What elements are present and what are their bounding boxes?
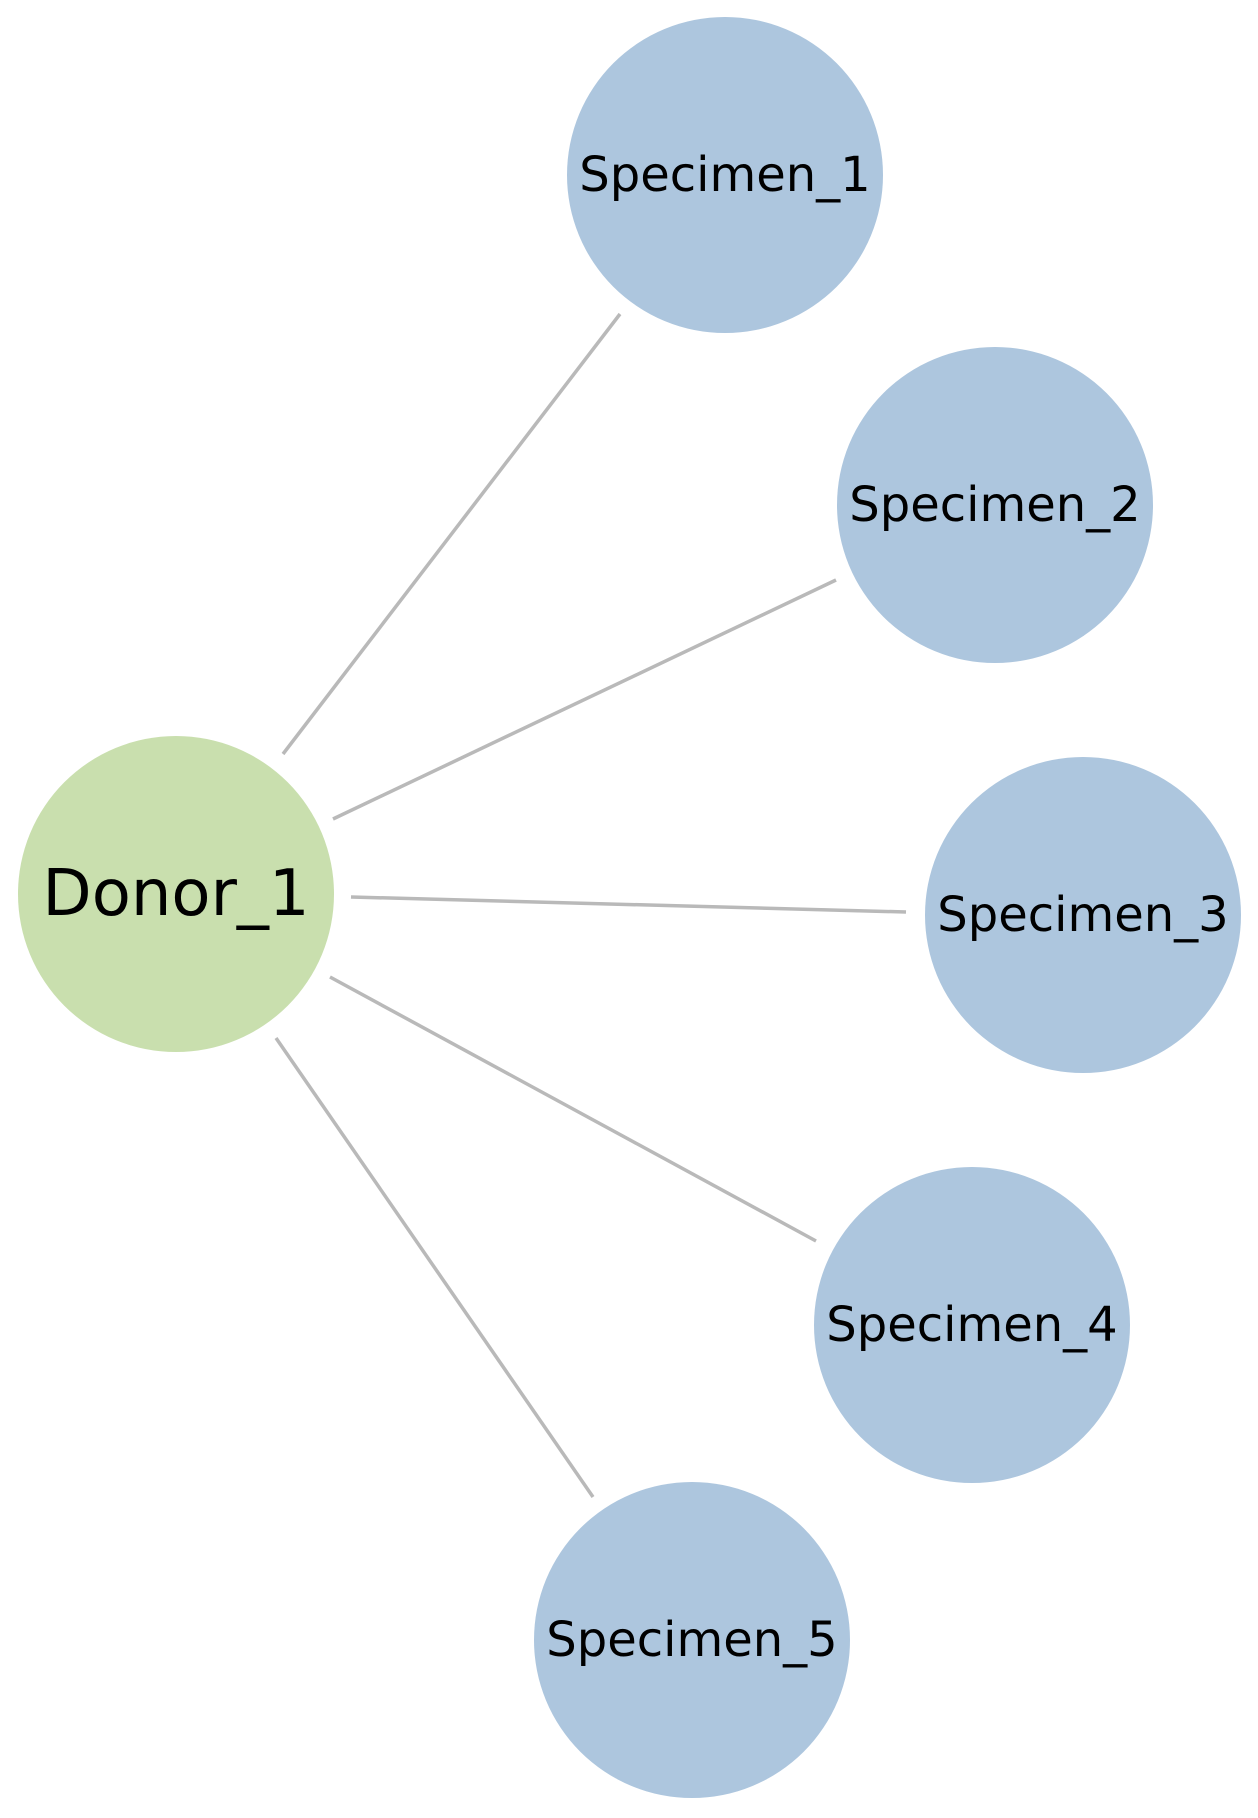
edge-donor-specimen-2 (332, 578, 837, 821)
specimen-node-3[interactable]: Specimen_3 (925, 757, 1241, 1073)
specimen-node-label: Specimen_2 (849, 477, 1140, 533)
specimen-node-1[interactable]: Specimen_1 (567, 17, 883, 333)
edge-donor-specimen-5 (274, 1037, 595, 1498)
specimen-node-2[interactable]: Specimen_2 (837, 347, 1153, 663)
specimen-node-label: Specimen_1 (579, 147, 870, 203)
specimen-node-circle (567, 17, 883, 333)
edge-donor-specimen-1 (281, 312, 622, 756)
donor-node-label: Donor_1 (42, 857, 309, 931)
specimen-node-circle (534, 1482, 850, 1798)
specimen-node-circle (925, 757, 1241, 1073)
specimen-node-5[interactable]: Specimen_5 (534, 1482, 850, 1798)
edges (274, 312, 907, 1498)
donor-node-circle (18, 736, 334, 1052)
edge-donor-specimen-3 (350, 895, 907, 914)
donor-node[interactable]: Donor_1 (18, 736, 334, 1052)
specimen-node-4[interactable]: Specimen_4 (814, 1167, 1130, 1483)
specimen-node-circle (814, 1167, 1130, 1483)
edge-donor-specimen-4 (329, 975, 817, 1243)
specimen-node-circle (837, 347, 1153, 663)
specimen-node-label: Specimen_3 (937, 887, 1228, 943)
specimen-node-label: Specimen_5 (546, 1612, 837, 1668)
specimen-node-label: Specimen_4 (826, 1297, 1117, 1353)
